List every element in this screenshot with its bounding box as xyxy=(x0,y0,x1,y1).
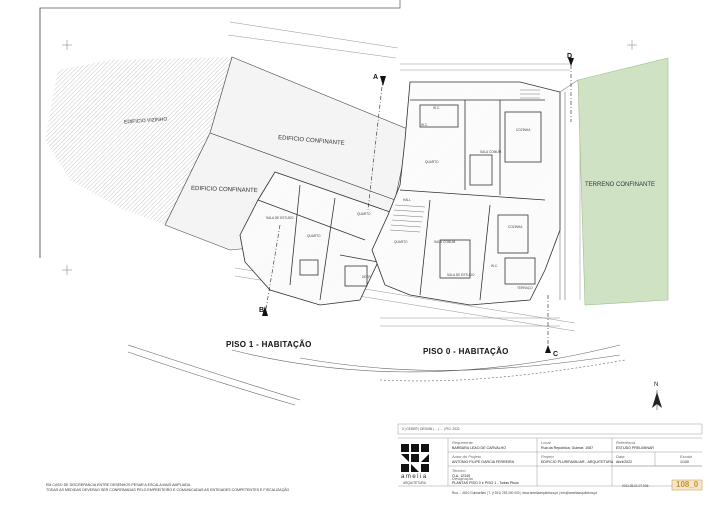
floor-1-title: PISO 1 - HABITAÇÃO xyxy=(226,340,312,349)
requerente-label: Requerente xyxy=(452,440,473,445)
room-label: QUARTO xyxy=(357,212,371,216)
note-line-1: EM CASO DE DISCREPANCIA ENTRE DESENHOS P… xyxy=(46,483,191,487)
section-arrows xyxy=(262,58,574,353)
title-block-header: 0 | CEDER | DESIGN | ... | ... | FIG. 20… xyxy=(402,427,460,431)
floor-0-title: PISO 0 - HABITAÇÃO xyxy=(423,347,509,356)
room-label: SALA COMUM xyxy=(434,240,456,244)
sheet-number: 108_0 xyxy=(676,480,699,489)
section-mark-b: B xyxy=(259,307,265,314)
floor-1-plan xyxy=(239,171,391,306)
section-mark-d: D xyxy=(567,53,573,60)
floor-0-plan xyxy=(371,81,561,306)
room-label: SALA DE ESTUDO xyxy=(447,273,475,277)
section-mark-a: A xyxy=(373,74,379,81)
referencia-label: Referência xyxy=(616,440,636,445)
room-label: SALA COMUM xyxy=(480,150,502,154)
boundary-wall xyxy=(559,79,579,300)
room-label: W.C. xyxy=(421,123,428,127)
firm-logo xyxy=(401,444,429,472)
sheet-code: 2011.05.01.07.006 xyxy=(622,484,649,488)
room-label: QUARTO xyxy=(307,234,321,238)
footer-contacts: Rua ... 4810 Guimarães | T. (+351) 253 0… xyxy=(452,491,598,495)
autor-value: ANTONIO FILIPE GARCIA FERREIRA xyxy=(452,460,515,464)
projeto-label: Projeto xyxy=(541,454,554,459)
logo-subtitle: ARQUITETURA xyxy=(403,481,426,485)
room-label: QUARTO xyxy=(425,160,439,164)
adjoining-land-area xyxy=(577,57,669,306)
local-label: Local xyxy=(541,440,551,445)
requerente-value: BARBARA LEAO DE CARVALHO xyxy=(452,446,506,450)
referencia-value: ESTUDO PRELIMINAR xyxy=(616,446,654,450)
tecnico-label: Tecnico xyxy=(452,468,466,473)
escala-value: 1/100 xyxy=(680,460,689,464)
room-label: DESP. xyxy=(362,275,372,279)
room-label: TERRAÇO xyxy=(517,286,533,290)
section-mark-c: C xyxy=(553,351,559,358)
north-arrow-icon xyxy=(652,390,662,410)
room-label: COZINHA xyxy=(508,225,523,229)
note-line-2: TODAS AS MEDIDAS DEVERAO SER CONFIRMADAS… xyxy=(46,488,290,492)
projeto-value: EDIFICIO PLURIFAMILIAR - ARQUITETURA xyxy=(541,460,614,464)
label-adjoining-land: TERRENO CONFINANTE xyxy=(585,182,656,188)
room-label: W.C. xyxy=(491,264,498,268)
designacao-label: Designação xyxy=(452,476,474,481)
north-label: N xyxy=(654,382,659,388)
room-label: SALA DE ESTUDO xyxy=(266,216,294,220)
room-label: COZINHA xyxy=(516,128,531,132)
room-label: QUARTO xyxy=(394,240,408,244)
title-block xyxy=(397,423,703,491)
logo-name: amelia xyxy=(401,474,428,480)
sheet-border xyxy=(39,0,401,258)
designacao-value: PLANTAS PISO 0 e PISO 1 - Todas Pisos xyxy=(452,481,519,485)
section-cut-lines xyxy=(264,56,572,355)
local-value: Rua da Republica, Guimar. 1087 xyxy=(541,446,594,450)
autor-label: Autor do Projeto xyxy=(452,454,481,459)
room-label: HALL xyxy=(403,198,411,202)
escala-label: Escala xyxy=(680,454,693,459)
road-curves xyxy=(127,344,626,406)
room-label: W.C. xyxy=(433,106,440,110)
data-label: Data xyxy=(616,454,625,459)
stairs xyxy=(389,89,540,233)
tecnico-value: O.A. 12345 xyxy=(452,474,471,478)
data-value: Abril/2022 xyxy=(616,460,633,464)
